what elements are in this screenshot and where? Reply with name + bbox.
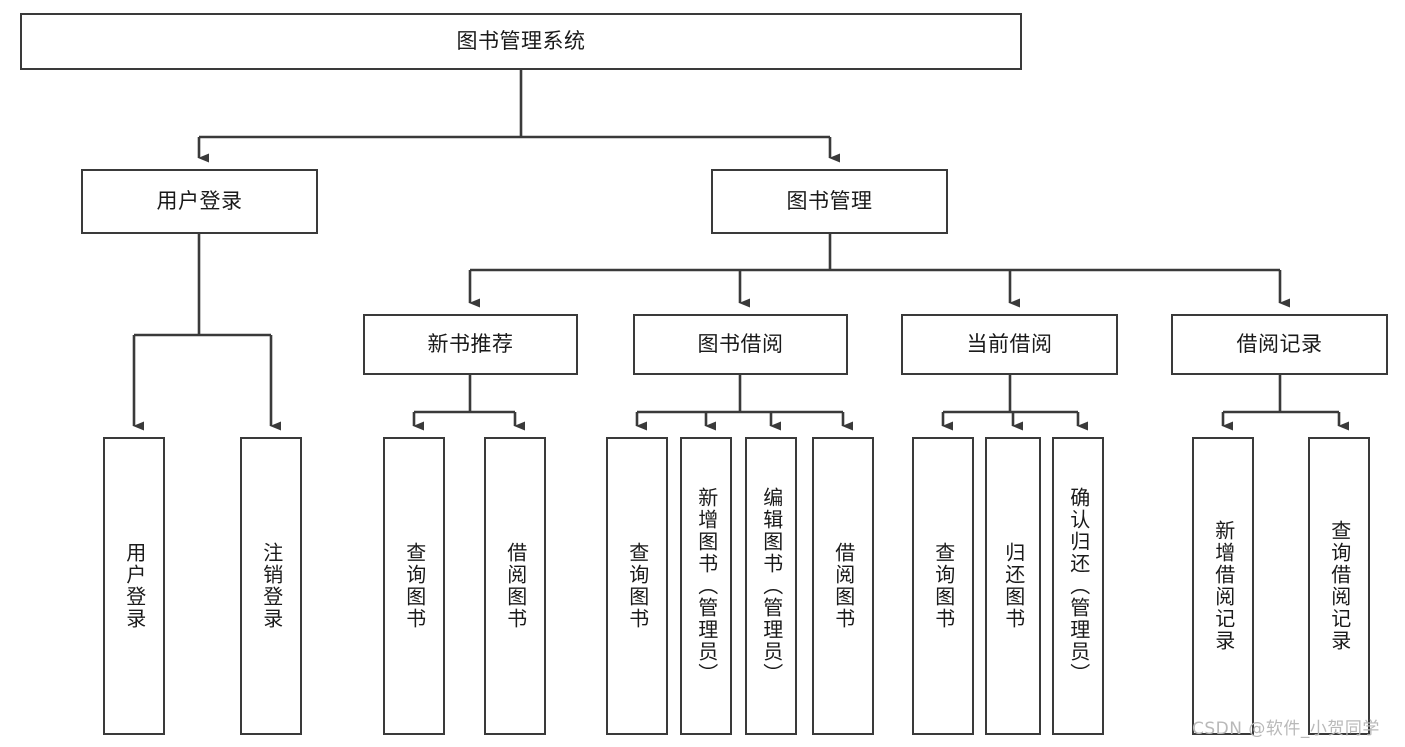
node-leaf-query-book-borrow[interactable]: 查询图书 bbox=[606, 437, 668, 735]
edge-root-to-level2 bbox=[197, 70, 840, 163]
node-current-borrow-label: 当前借阅 bbox=[966, 332, 1053, 357]
node-leaf-query-book-recommend-label: 查询图书 bbox=[402, 542, 427, 630]
node-leaf-borrow-book-recommend[interactable]: 借阅图书 bbox=[484, 437, 546, 735]
edge-book-borrow-to-leaves bbox=[635, 375, 853, 431]
node-leaf-query-book-current-label: 查询图书 bbox=[931, 542, 956, 630]
edge-borrow-record-to-leaves bbox=[1221, 375, 1349, 431]
edge-book-management-to-level3 bbox=[468, 234, 1290, 308]
node-user-login[interactable]: 用户登录 bbox=[81, 169, 318, 234]
csdn-watermark: CSDN @软件_小贺同学 bbox=[1192, 719, 1380, 739]
node-leaf-return-book[interactable]: 归还图书 bbox=[985, 437, 1041, 735]
node-borrow-record[interactable]: 借阅记录 bbox=[1171, 314, 1388, 375]
node-borrow-record-label: 借阅记录 bbox=[1236, 332, 1323, 357]
node-leaf-add-book[interactable]: 新增图书（管理员） bbox=[680, 437, 732, 735]
node-leaf-borrow-book[interactable]: 借阅图书 bbox=[812, 437, 874, 735]
node-leaf-edit-book[interactable]: 编辑图书（管理员） bbox=[745, 437, 797, 735]
node-book-borrow[interactable]: 图书借阅 bbox=[633, 314, 848, 375]
node-leaf-borrow-book-recommend-label: 借阅图书 bbox=[503, 542, 528, 630]
node-book-borrow-label: 图书借阅 bbox=[697, 332, 784, 357]
node-new-book-recommend[interactable]: 新书推荐 bbox=[363, 314, 578, 375]
node-leaf-user-login-label: 用户登录 bbox=[122, 542, 147, 630]
edge-user-login-to-leaves bbox=[132, 234, 281, 431]
node-leaf-logout[interactable]: 注销登录 bbox=[240, 437, 302, 735]
node-leaf-add-book-label: 新增图书（管理员） bbox=[694, 487, 719, 685]
node-leaf-add-borrow-record[interactable]: 新增借阅记录 bbox=[1192, 437, 1254, 735]
edge-new-book-recommend-to-leaves bbox=[412, 375, 525, 431]
node-leaf-query-book-current[interactable]: 查询图书 bbox=[912, 437, 974, 735]
node-current-borrow[interactable]: 当前借阅 bbox=[901, 314, 1118, 375]
node-user-login-label: 用户登录 bbox=[156, 189, 243, 214]
node-leaf-user-login[interactable]: 用户登录 bbox=[103, 437, 165, 735]
node-leaf-query-book-borrow-label: 查询图书 bbox=[625, 542, 650, 630]
node-leaf-edit-book-label: 编辑图书（管理员） bbox=[759, 487, 784, 685]
node-leaf-query-book-recommend[interactable]: 查询图书 bbox=[383, 437, 445, 735]
node-leaf-query-borrow-record[interactable]: 查询借阅记录 bbox=[1308, 437, 1370, 735]
node-root-label: 图书管理系统 bbox=[456, 29, 586, 54]
node-root[interactable]: 图书管理系统 bbox=[20, 13, 1022, 70]
node-leaf-query-borrow-record-label: 查询借阅记录 bbox=[1327, 520, 1352, 652]
node-leaf-confirm-return[interactable]: 确认归还（管理员） bbox=[1052, 437, 1104, 735]
node-leaf-add-borrow-record-label: 新增借阅记录 bbox=[1211, 520, 1236, 652]
node-book-management[interactable]: 图书管理 bbox=[711, 169, 948, 234]
node-book-management-label: 图书管理 bbox=[786, 189, 873, 214]
node-leaf-confirm-return-label: 确认归还（管理员） bbox=[1066, 487, 1091, 685]
edge-current-borrow-to-leaves bbox=[941, 375, 1088, 431]
node-leaf-return-book-label: 归还图书 bbox=[1001, 542, 1026, 630]
node-leaf-logout-label: 注销登录 bbox=[259, 542, 284, 630]
node-new-book-recommend-label: 新书推荐 bbox=[427, 332, 514, 357]
node-leaf-borrow-book-label: 借阅图书 bbox=[831, 542, 856, 630]
